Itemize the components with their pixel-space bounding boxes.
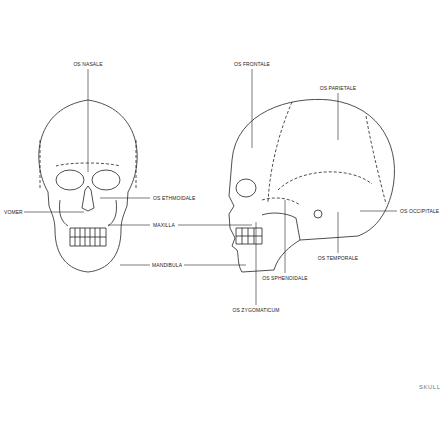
bone-label: MANDIBULA <box>151 262 183 268</box>
page-title-label: SKULL <box>418 384 442 390</box>
bone-label: OS PARIETALE <box>319 85 358 91</box>
bone-label: OS NASALE <box>72 61 103 67</box>
bone-label: OS TEMPORALE <box>317 255 360 261</box>
bone-label: MAXILLA <box>152 222 176 228</box>
bone-label: OS ZYGOMATICUM <box>231 307 280 313</box>
bone-label: OS ETHMOIDALE <box>152 195 196 201</box>
bone-label: OS SPHENOIDALE <box>261 275 309 281</box>
bone-label: VOMER <box>3 209 24 215</box>
bone-label: OS FRONTALE <box>233 61 271 67</box>
bone-label: OS OCCIPITALE <box>399 208 440 214</box>
